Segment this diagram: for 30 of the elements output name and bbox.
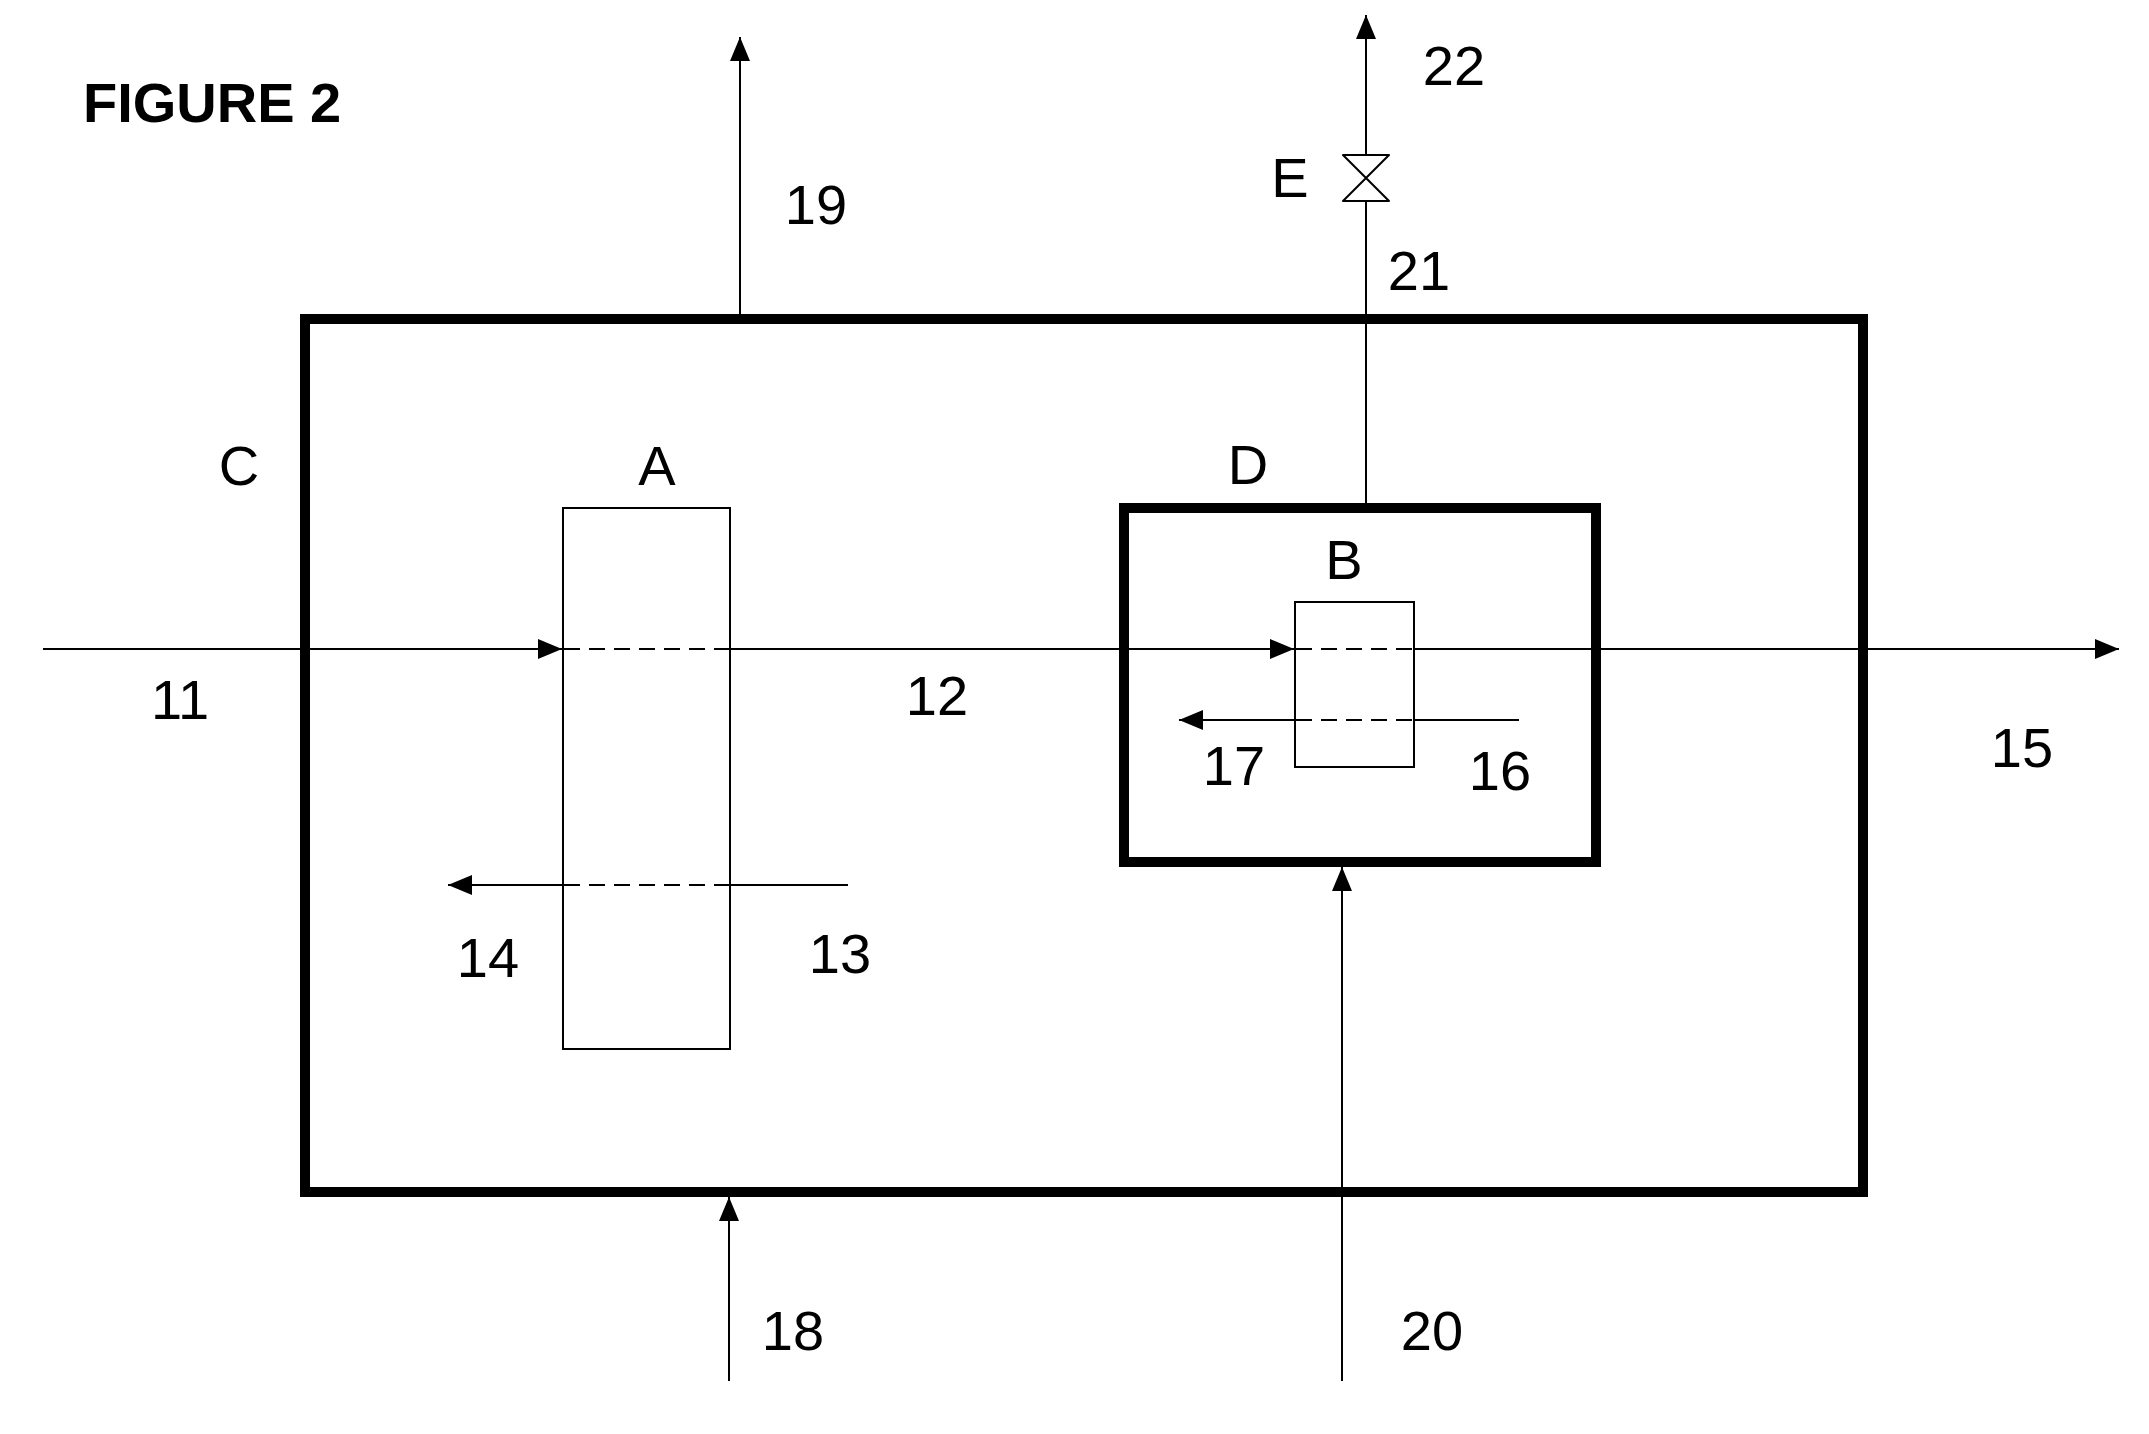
unit-label: B [1324,532,1364,588]
unit-label: A [637,438,677,494]
flow-arrow [1356,14,1376,155]
stream-number: 12 [904,668,970,724]
flow-arrow [447,875,563,895]
flow-arrow [719,1196,739,1382]
flow-arrow [1332,866,1352,1382]
flow-arrow [1178,710,1295,730]
stream-number: 14 [455,930,521,986]
figure-title: FIGURE 2 [83,75,342,131]
unit-label: C [217,438,261,494]
flow-line [730,884,849,886]
stream-number: 11 [149,672,211,728]
stream-number: 20 [1399,1303,1465,1359]
stream-number: 22 [1421,38,1487,94]
flow-arrow [42,639,563,659]
stream-number: 18 [760,1303,826,1359]
flow-arrow [730,639,1295,659]
stream-number: 17 [1201,738,1267,794]
valve-label: E [1270,154,1310,202]
stream-number: 19 [783,177,849,233]
flow-line [1414,719,1520,721]
stream-number: 16 [1467,743,1533,799]
unit-label: D [1226,437,1270,493]
stream-number: 21 [1386,243,1452,299]
flow-arrow [1414,639,2120,659]
stream-number: 13 [807,926,873,982]
flow-line [1365,201,1367,504]
stream-number: 15 [1989,720,2055,776]
flow-arrow [730,36,750,315]
